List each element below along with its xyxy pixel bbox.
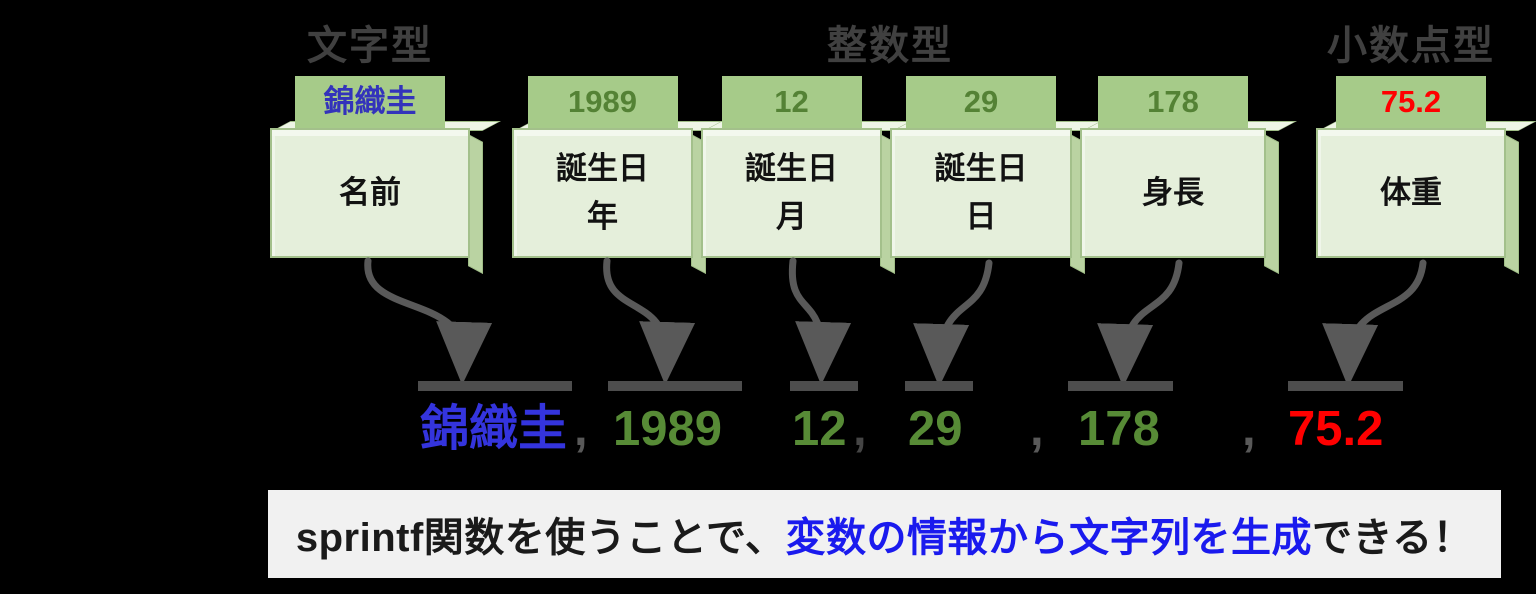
result-value-birth-day: 29 xyxy=(908,402,963,456)
result-comma: , xyxy=(574,402,588,456)
variable-name-label: 日 xyxy=(965,199,997,234)
variable-box-height: 178 身長 xyxy=(1080,76,1297,274)
result-value-name: 錦織圭 xyxy=(420,402,568,456)
underline-bar xyxy=(1288,381,1403,391)
box-front-face: 名前 xyxy=(270,128,470,258)
variable-name-label: 身長 xyxy=(1142,174,1204,210)
flow-arrow-birth-month xyxy=(788,257,852,385)
variable-value-tab: 1989 xyxy=(527,76,678,134)
variable-box-birth-day: 29 誕生日 日 xyxy=(890,76,1103,274)
banner-text-blue: 変数の情報から文字列を生成 xyxy=(785,516,1312,560)
result-comma: , xyxy=(1242,402,1256,456)
banner-text-black: できる！ xyxy=(1311,516,1474,560)
flow-arrow-birth-year xyxy=(603,257,696,385)
box-front-face: 誕生日 年 xyxy=(512,128,693,258)
underline-bar xyxy=(905,381,973,391)
variable-value: 1989 xyxy=(568,84,637,119)
summary-banner: sprintf関数を使うことで、変数の情報から文字列を生成できる！ xyxy=(268,490,1501,578)
result-value-birth-year: 1989 xyxy=(613,402,723,456)
result-value-birth-month: 12 xyxy=(792,402,847,456)
box-front-face: 誕生日 月 xyxy=(701,128,882,258)
variable-value-tab: 178 xyxy=(1098,76,1248,134)
flow-arrow-weight xyxy=(1322,259,1427,387)
variable-value-tab: 12 xyxy=(721,76,862,134)
flow-arrow-height xyxy=(1097,259,1183,387)
result-comma: , xyxy=(1030,402,1044,456)
variable-name-label: 体重 xyxy=(1380,174,1442,210)
flow-arrow-birth-day xyxy=(913,259,993,387)
variable-value: 178 xyxy=(1147,84,1199,119)
variable-value-tab: 錦織圭 xyxy=(295,76,445,134)
variable-name-label: 誕生日 xyxy=(745,150,838,186)
result-value-height: 178 xyxy=(1078,402,1160,456)
underline-bar xyxy=(418,381,572,391)
variable-box-birth-month: 12 誕生日 月 xyxy=(701,76,913,274)
variable-box-birth-year: 1989 誕生日 年 xyxy=(512,76,724,274)
variable-box-weight: 75.2 体重 xyxy=(1316,76,1536,274)
variable-value: 錦織圭 xyxy=(323,84,417,119)
variable-name-label: 誕生日 xyxy=(934,150,1028,186)
variable-box-name: 錦織圭 名前 xyxy=(270,76,501,274)
underline-bar xyxy=(790,381,858,391)
result-value-weight: 75.2 xyxy=(1288,402,1384,456)
type-label-float: 小数点型 xyxy=(1327,24,1495,68)
type-label-integer: 整数型 xyxy=(827,24,953,68)
variable-value: 75.2 xyxy=(1380,84,1442,119)
underline-bar xyxy=(608,381,742,391)
variable-name-label: 誕生日 xyxy=(556,150,649,186)
variable-name-label: 名前 xyxy=(339,174,401,210)
variable-value: 29 xyxy=(963,84,999,119)
box-front-face: 体重 xyxy=(1316,128,1506,258)
variable-name-label: 月 xyxy=(776,199,807,234)
type-label-string: 文字型 xyxy=(307,24,433,68)
flow-arrow-name xyxy=(364,257,493,385)
variable-value-tab: 29 xyxy=(906,76,1056,134)
variable-value-tab: 75.2 xyxy=(1336,76,1486,134)
box-front-face: 身長 xyxy=(1080,128,1266,258)
variable-value: 12 xyxy=(774,84,809,119)
box-front-face: 誕生日 日 xyxy=(890,128,1072,258)
variable-name-label: 年 xyxy=(587,199,618,234)
underline-bar xyxy=(1068,381,1173,391)
banner-text-black: sprintf関数を使うことで、 xyxy=(295,516,786,560)
result-comma: , xyxy=(853,402,867,456)
